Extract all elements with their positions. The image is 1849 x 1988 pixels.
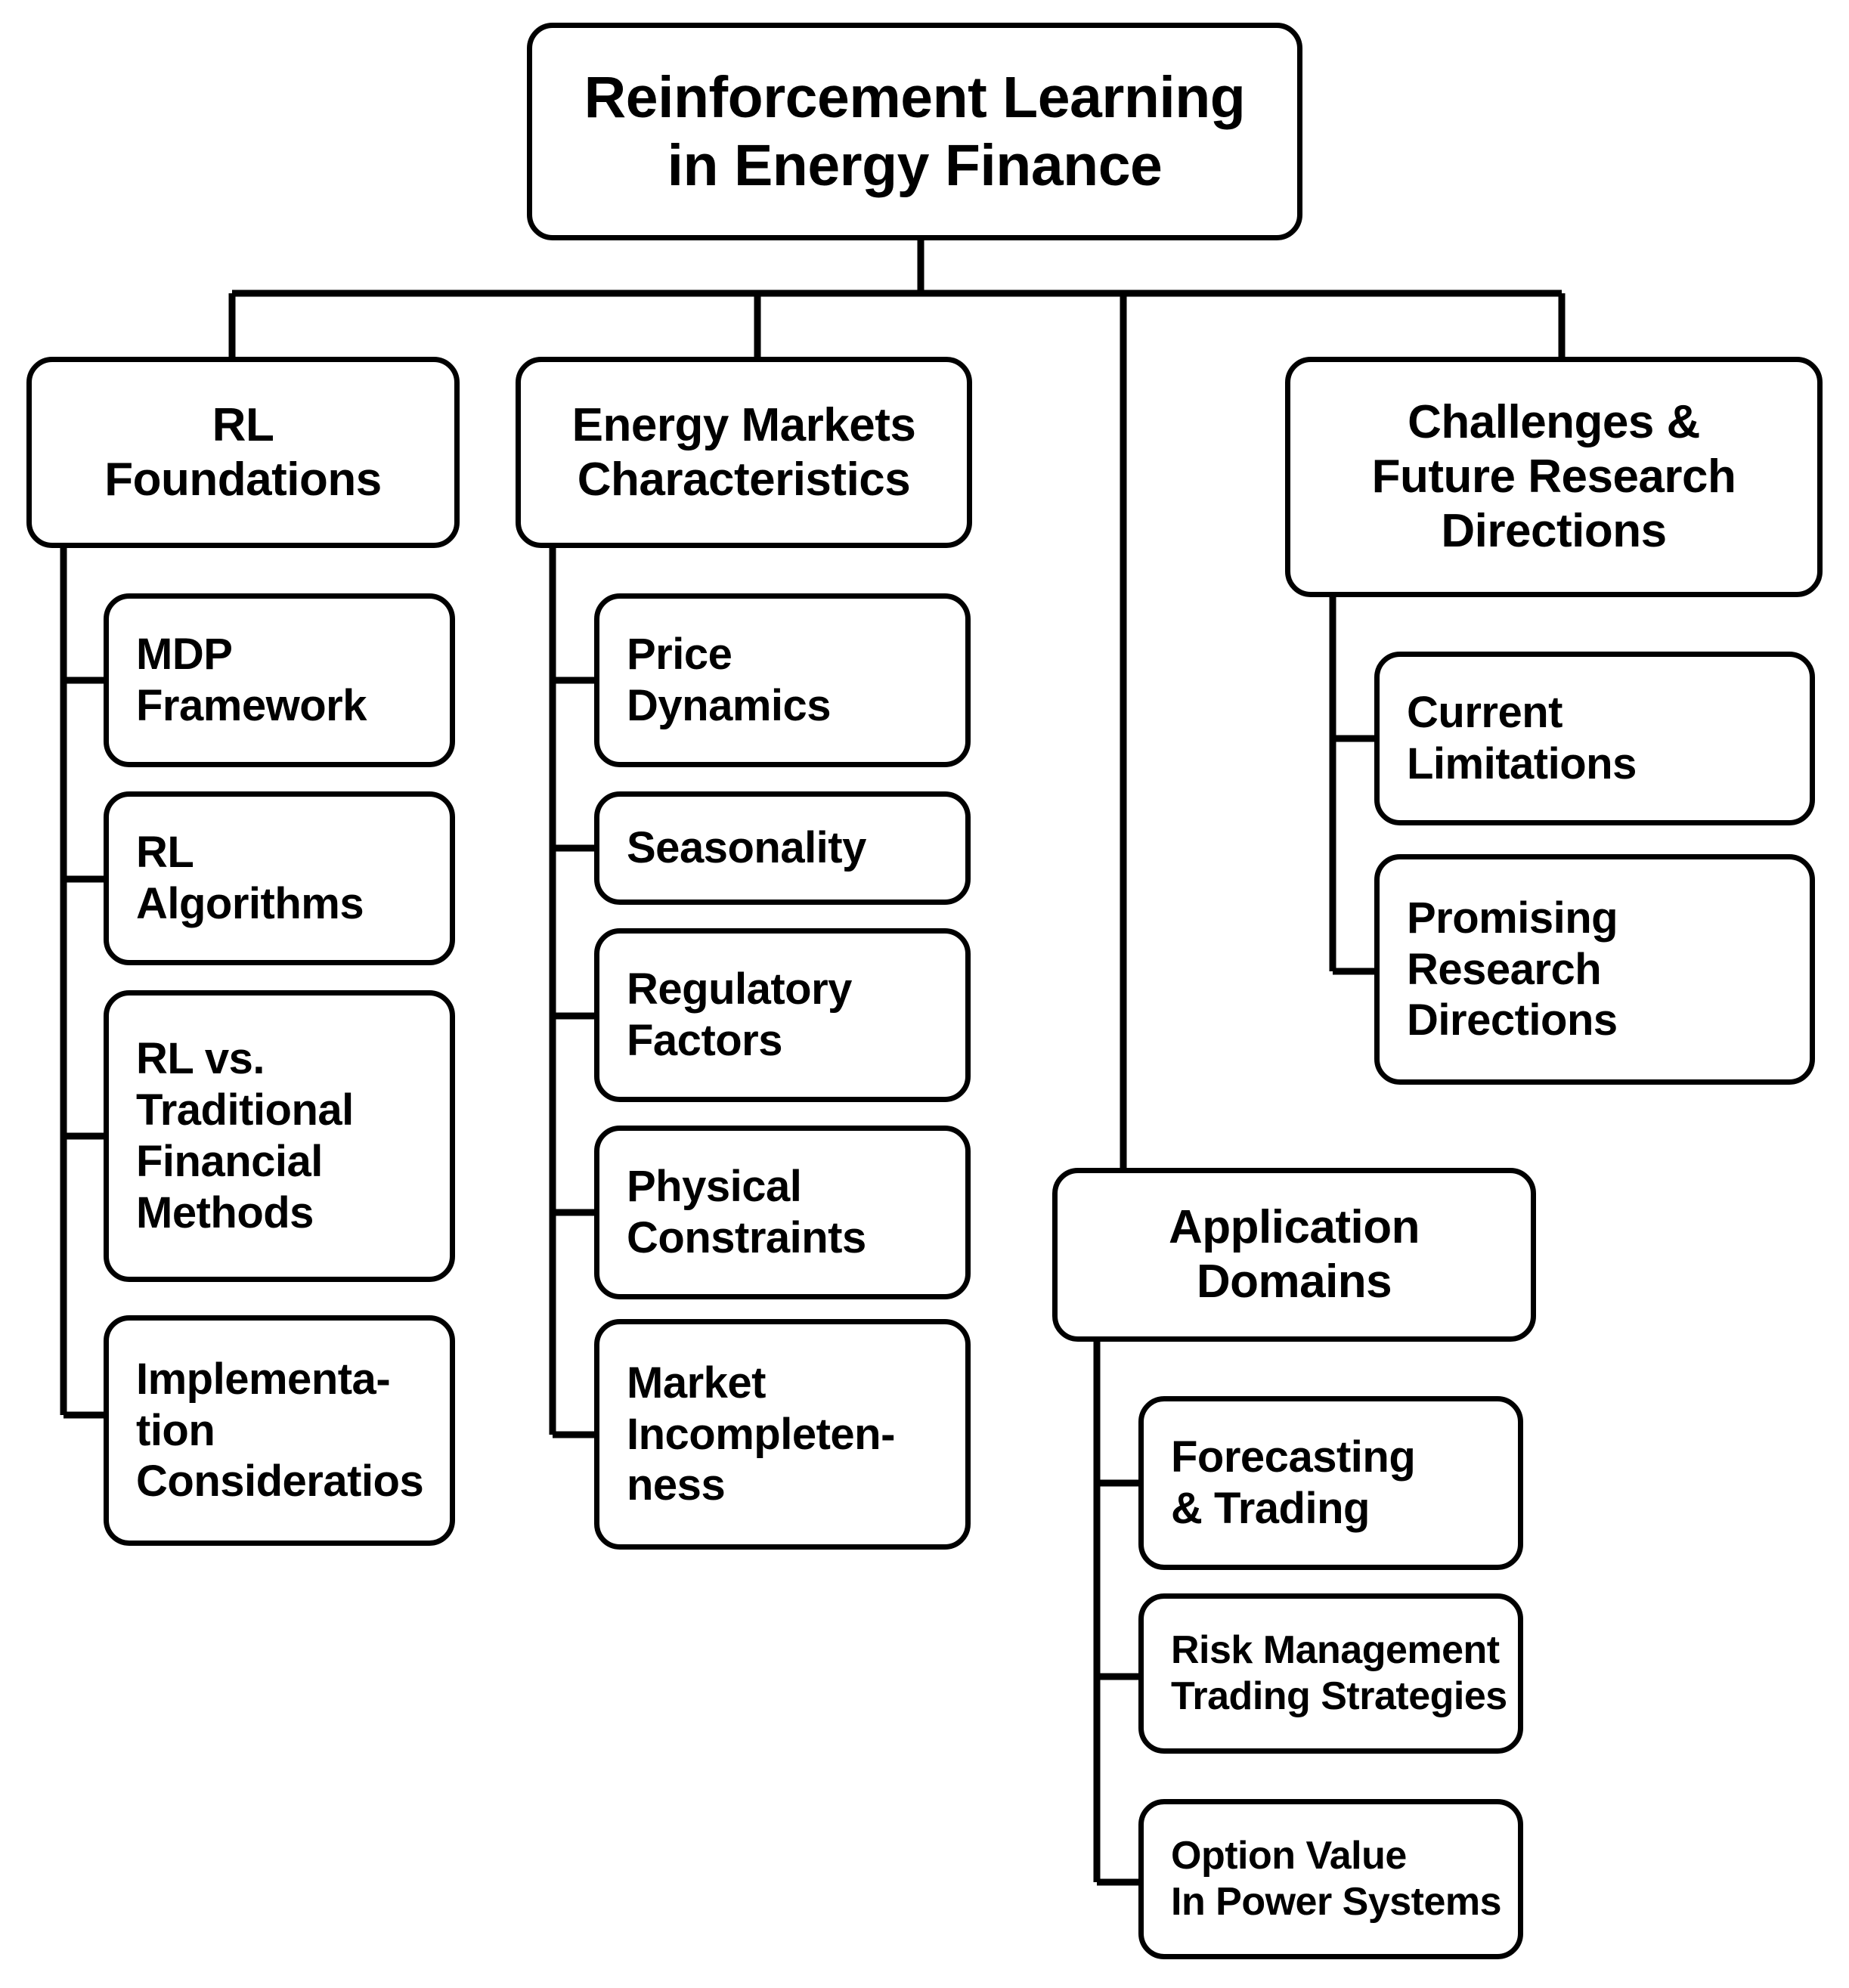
leaf-line: Option Value (1171, 1834, 1407, 1878)
leaf-line: Dynamics (627, 681, 832, 730)
leaf-line: Constraints (627, 1213, 866, 1262)
node-implementation-considerations[interactable]: Implementa- tion Consideratios (104, 1315, 455, 1546)
node-rl-foundations[interactable]: RL Foundations (26, 357, 460, 548)
leaf-line: Methods (136, 1188, 314, 1237)
leaf-line: Forecasting (1171, 1432, 1416, 1482)
node-risk-management-trading-strategies[interactable]: Risk Management Trading Strategies (1138, 1593, 1523, 1754)
leaf-line: Incompleten- (627, 1409, 895, 1459)
node-current-limitations[interactable]: Current Limitations (1374, 652, 1815, 825)
leaf-line: Consideratios (136, 1457, 424, 1506)
node-forecasting-trading[interactable]: Forecasting & Trading (1138, 1396, 1523, 1570)
leaf-line: Trading Strategies (1171, 1674, 1507, 1718)
leaf-line: Financial (136, 1137, 323, 1186)
node-application-domains[interactable]: Application Domains (1052, 1168, 1536, 1342)
node-energy-markets-line2: Characteristics (577, 453, 911, 506)
node-rl-foundations-line1: RL (212, 398, 274, 451)
leaf-line: Directions (1407, 996, 1618, 1045)
node-option-value-in-power-systems[interactable]: Option Value In Power Systems (1138, 1799, 1523, 1959)
leaf-line: RL vs. (136, 1034, 265, 1084)
leaf-line: Research (1407, 944, 1602, 994)
leaf-line: MDP (136, 630, 233, 680)
leaf-line: Price (627, 630, 732, 680)
leaf-line: Promising (1407, 893, 1618, 943)
leaf-line: Framework (136, 681, 367, 730)
leaf-line: Traditional (136, 1085, 354, 1135)
leaf-line: Limitations (1407, 739, 1637, 788)
node-challenges-line2: Future Research (1371, 451, 1736, 503)
leaf-line: Market (627, 1358, 766, 1407)
node-root-line2: in Energy Finance (667, 133, 1163, 198)
node-rl-algorithms[interactable]: RL Algorithms (104, 791, 455, 965)
leaf-line: & Trading (1171, 1484, 1370, 1533)
leaf-line: Current (1407, 688, 1563, 738)
leaf-line: In Power Systems (1171, 1880, 1502, 1924)
node-mdp-framework[interactable]: MDP Framework (104, 593, 455, 767)
node-rl-vs-traditional-financial-methods[interactable]: RL vs. Traditional Financial Methods (104, 990, 455, 1282)
node-energy-markets-line1: Energy Markets (571, 398, 916, 451)
leaf-line: RL (136, 828, 194, 878)
node-challenges-line1: Challenges & (1408, 396, 1700, 449)
node-challenges-future-research-directions[interactable]: Challenges & Future Research Directions (1285, 357, 1823, 597)
leaf-line: Implementa- (136, 1354, 391, 1404)
leaf-line: tion (136, 1405, 215, 1455)
node-energy-markets-characteristics[interactable]: Energy Markets Characteristics (516, 357, 972, 548)
node-challenges-line3: Directions (1441, 504, 1667, 557)
node-physical-constraints[interactable]: Physical Constraints (594, 1126, 971, 1299)
node-application-domains-line1: Application (1168, 1201, 1420, 1254)
leaf-line: Regulatory (627, 965, 852, 1014)
node-price-dynamics[interactable]: Price Dynamics (594, 593, 971, 767)
leaf-line: Physical (627, 1162, 802, 1212)
node-root[interactable]: Reinforcement Learning in Energy Finance (527, 23, 1302, 240)
leaf-line: Seasonality (627, 823, 866, 873)
node-application-domains-line2: Domains (1196, 1256, 1392, 1308)
leaf-line: Risk Management (1171, 1628, 1500, 1673)
node-regulatory-factors[interactable]: Regulatory Factors (594, 928, 971, 1102)
leaf-line: ness (627, 1460, 726, 1510)
node-rl-foundations-line2: Foundations (104, 453, 382, 506)
leaf-line: Algorithms (136, 879, 364, 928)
node-market-incompleteness[interactable]: Market Incompleten- ness (594, 1319, 971, 1550)
node-promising-research-directions[interactable]: Promising Research Directions (1374, 854, 1815, 1085)
leaf-line: Factors (627, 1016, 783, 1065)
node-root-line1: Reinforcement Learning (584, 64, 1246, 130)
node-seasonality[interactable]: Seasonality (594, 791, 971, 905)
